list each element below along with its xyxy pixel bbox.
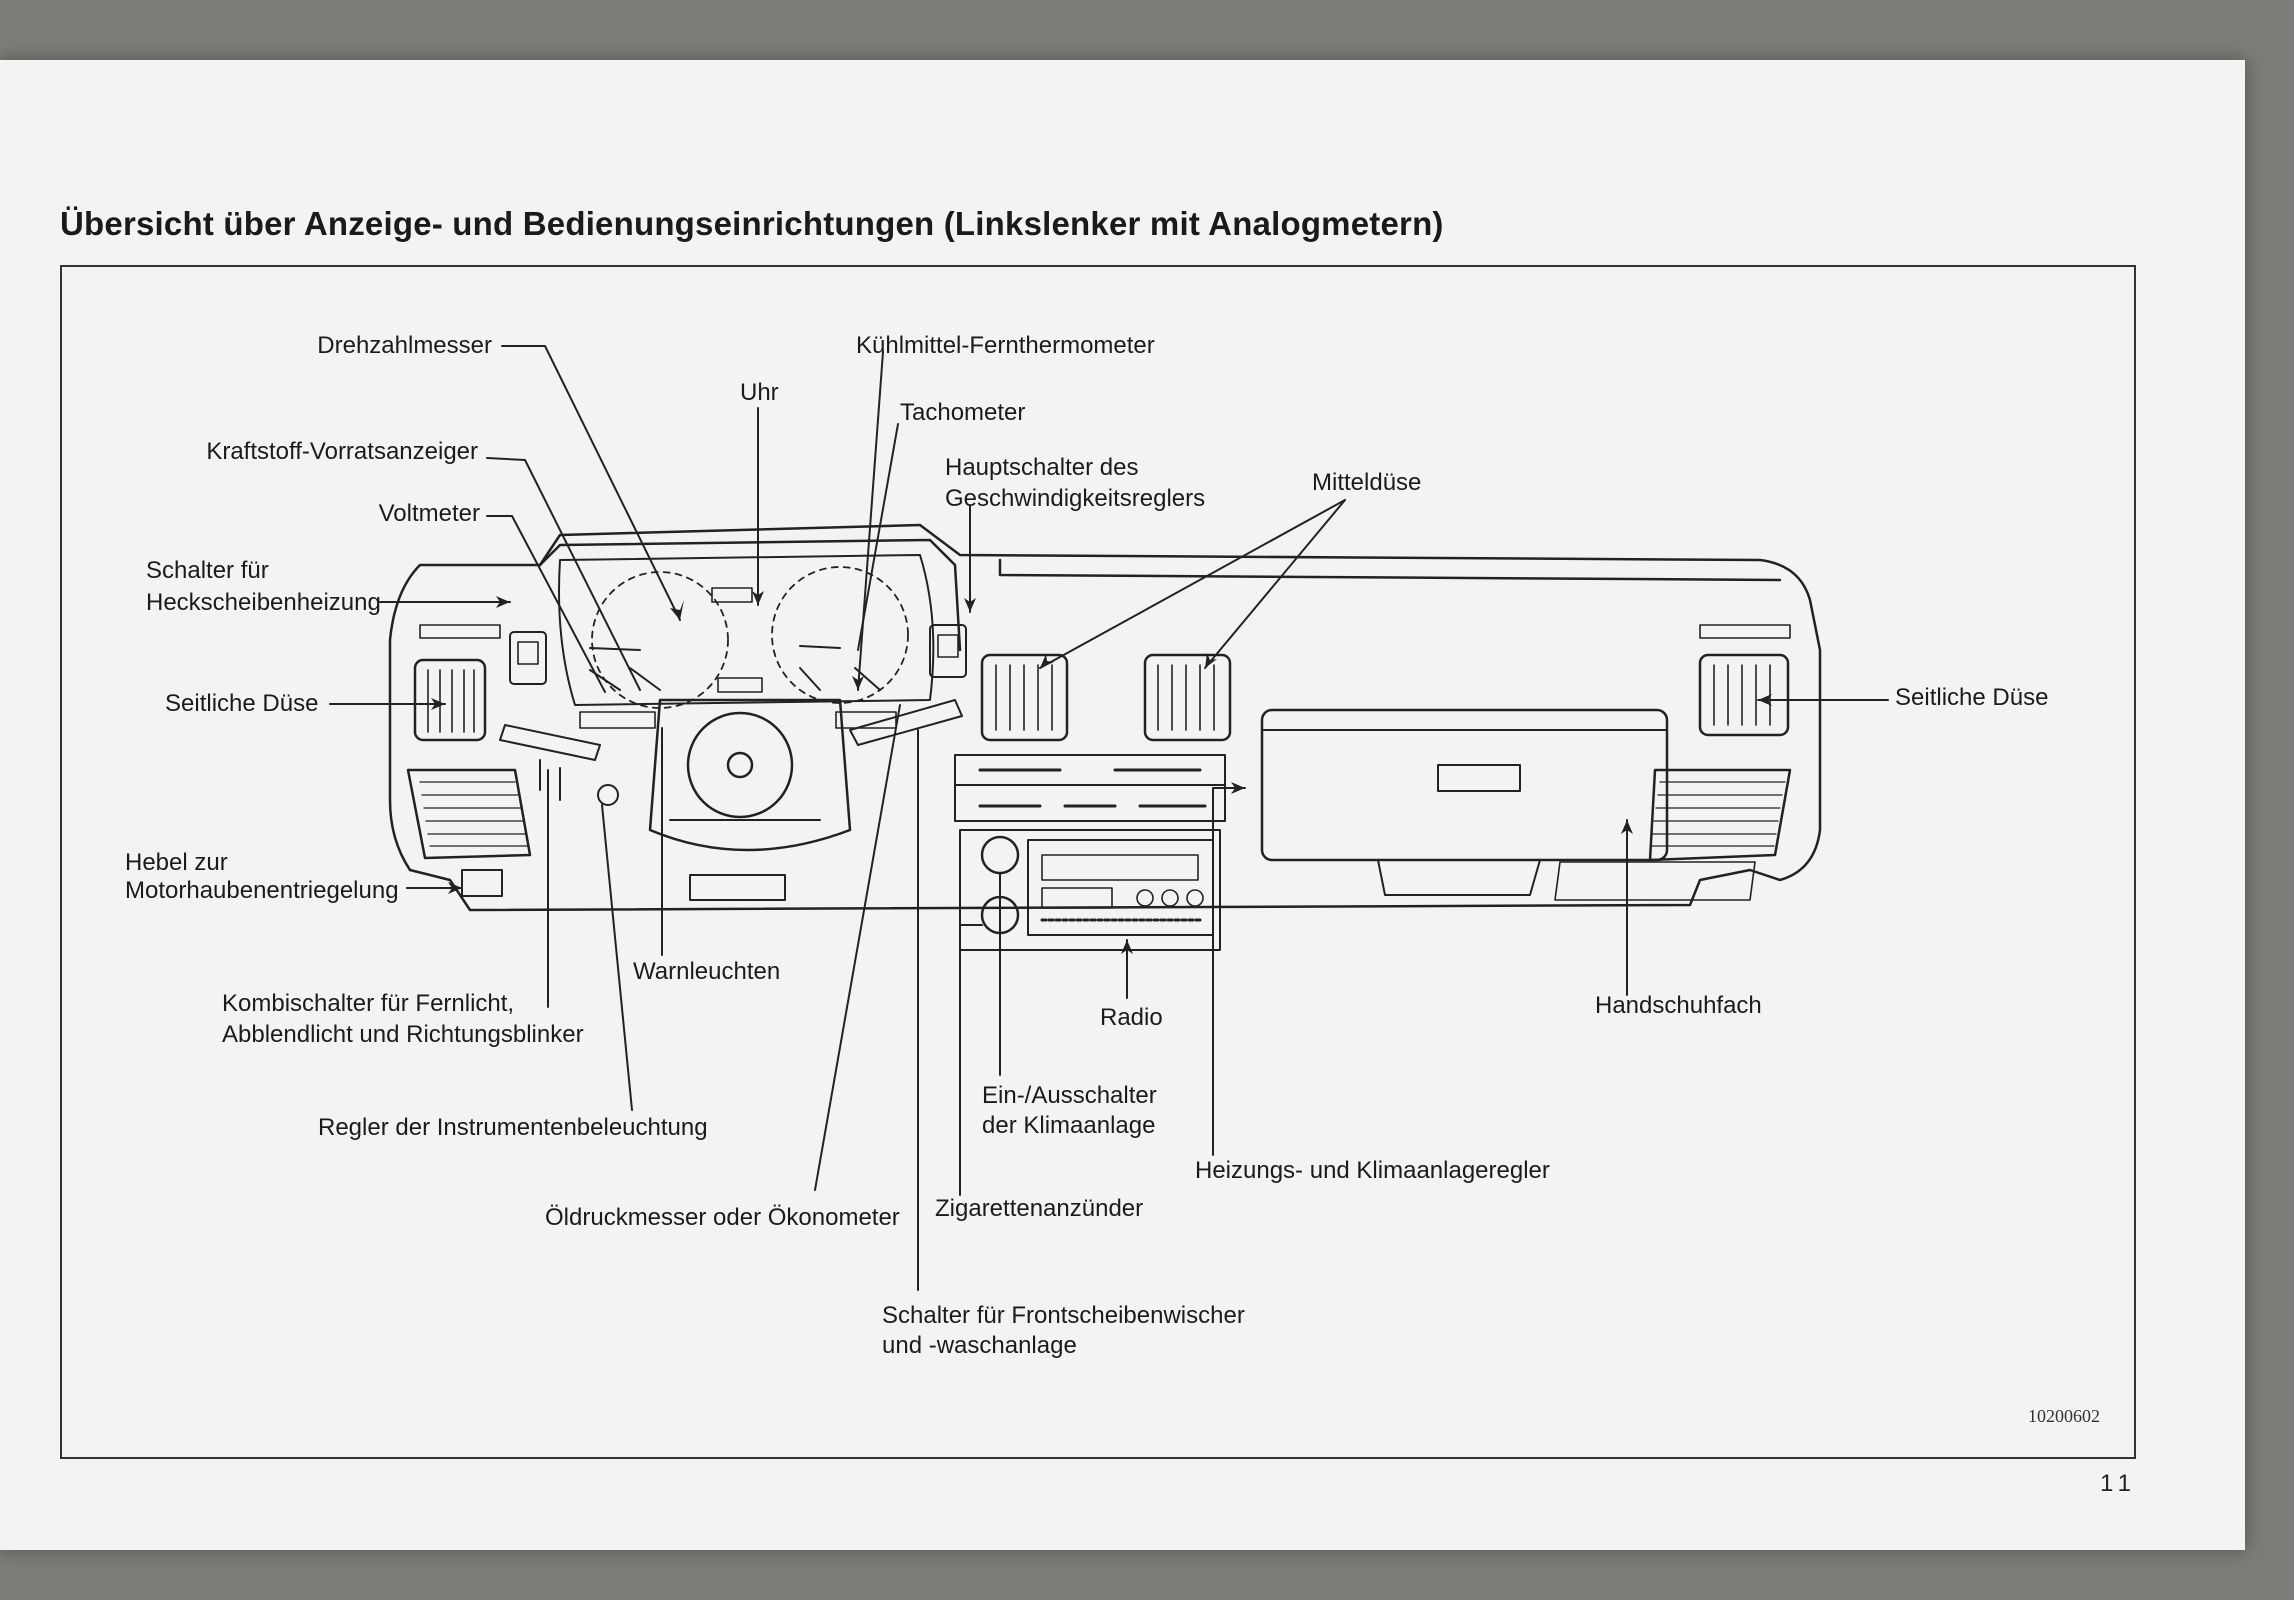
label-zigarette: Zigarettenanzünder <box>935 1195 1144 1222</box>
ac-switch <box>980 835 1020 875</box>
label-klima-2: der Klimaanlage <box>982 1112 1156 1139</box>
steering-column <box>648 698 852 852</box>
right-stalk <box>849 699 963 746</box>
arrowheads <box>431 591 1772 954</box>
label-heckscheibe-1: Schalter für <box>146 557 269 584</box>
left-side-vent <box>413 658 487 742</box>
label-drehzahlmesser: Drehzahlmesser <box>317 332 492 359</box>
leader-oeldruck <box>814 704 901 1191</box>
leader-tachometer <box>857 423 899 651</box>
right-side-vent <box>1698 653 1790 737</box>
leader-drehzahlmesser <box>501 345 681 621</box>
label-heckscheibe-2: Heckscheibenheizung <box>146 589 381 616</box>
label-seitliche-duese-right: Seitliche Düse <box>1895 684 2049 711</box>
page-number: 11 <box>2100 1470 2137 1497</box>
label-kuehlmittel: Kühlmittel-Fernthermometer <box>856 332 1155 359</box>
dashboard-outline <box>388 523 1822 912</box>
label-mittelduese: Mitteldüse <box>1312 469 1422 496</box>
label-kraftstoff: Kraftstoff-Vorratsanzeiger <box>206 438 478 465</box>
label-hauptschalter-1: Hauptschalter des <box>945 454 1139 481</box>
label-uhr: Uhr <box>740 379 779 406</box>
radio-console <box>959 829 1221 951</box>
label-hebel-1: Hebel zur <box>125 849 228 876</box>
warning-lights <box>579 711 656 729</box>
leader-kuehlmittel <box>857 351 884 691</box>
label-handschuhfach: Handschuhfach <box>1595 992 1762 1019</box>
label-voltmeter: Voltmeter <box>378 500 480 527</box>
diagram-frame <box>60 265 2136 1459</box>
label-seitliche-duese-left: Seitliche Düse <box>165 690 319 717</box>
label-regler-instrument: Regler der Instrumentenbeleuchtung <box>318 1114 708 1141</box>
rear-defrost-switch <box>509 631 547 685</box>
leader-voltmeter <box>486 515 606 693</box>
instrument-cluster <box>558 554 935 706</box>
leader-heizung <box>1212 787 1246 1156</box>
center-vent-right <box>1143 653 1232 742</box>
center-vent-left <box>980 653 1069 742</box>
leader-kraftstoff <box>486 457 641 691</box>
hood-release <box>461 869 503 897</box>
cruise-main-switch <box>929 624 967 678</box>
left-stalk <box>499 724 601 761</box>
label-klima-1: Ein-/Ausschalter <box>982 1082 1157 1109</box>
label-wischer-2: und -waschanlage <box>882 1332 1077 1359</box>
label-oeldruck: Öldruckmesser oder Ökonometer <box>545 1204 900 1231</box>
label-radio: Radio <box>1100 1004 1163 1031</box>
label-kombischalter-2: Abblendlicht und Richtungsblinker <box>222 1021 584 1048</box>
label-kombischalter-1: Kombischalter für Fernlicht, <box>222 990 515 1017</box>
leader-zigarette <box>959 924 983 1196</box>
right-lower-grille <box>1648 768 1792 862</box>
leader-regler-instrument <box>601 804 633 1111</box>
page-title: Übersicht über Anzeige- und Bedienungsei… <box>60 205 1444 242</box>
leader-mittelduese-b <box>1204 499 1346 669</box>
label-hebel-2: Motorhaubenentriegelung <box>125 877 399 904</box>
leader-mittelduese-a <box>1039 499 1346 669</box>
figure-code: 10200602 <box>2028 1406 2100 1426</box>
label-hauptschalter-2: Geschwindigkeitsreglers <box>945 485 1206 512</box>
label-warnleuchten: Warnleuchten <box>633 958 781 985</box>
climate-controls <box>954 754 1226 822</box>
glovebox <box>1260 708 1669 862</box>
label-tachometer: Tachometer <box>900 399 1026 426</box>
left-lower-grille <box>406 768 532 860</box>
manual-page <box>0 60 2245 1550</box>
label-wischer-1: Schalter für Frontscheibenwischer <box>882 1302 1245 1329</box>
label-heizung: Heizungs- und Klimaanlageregler <box>1195 1157 1550 1184</box>
